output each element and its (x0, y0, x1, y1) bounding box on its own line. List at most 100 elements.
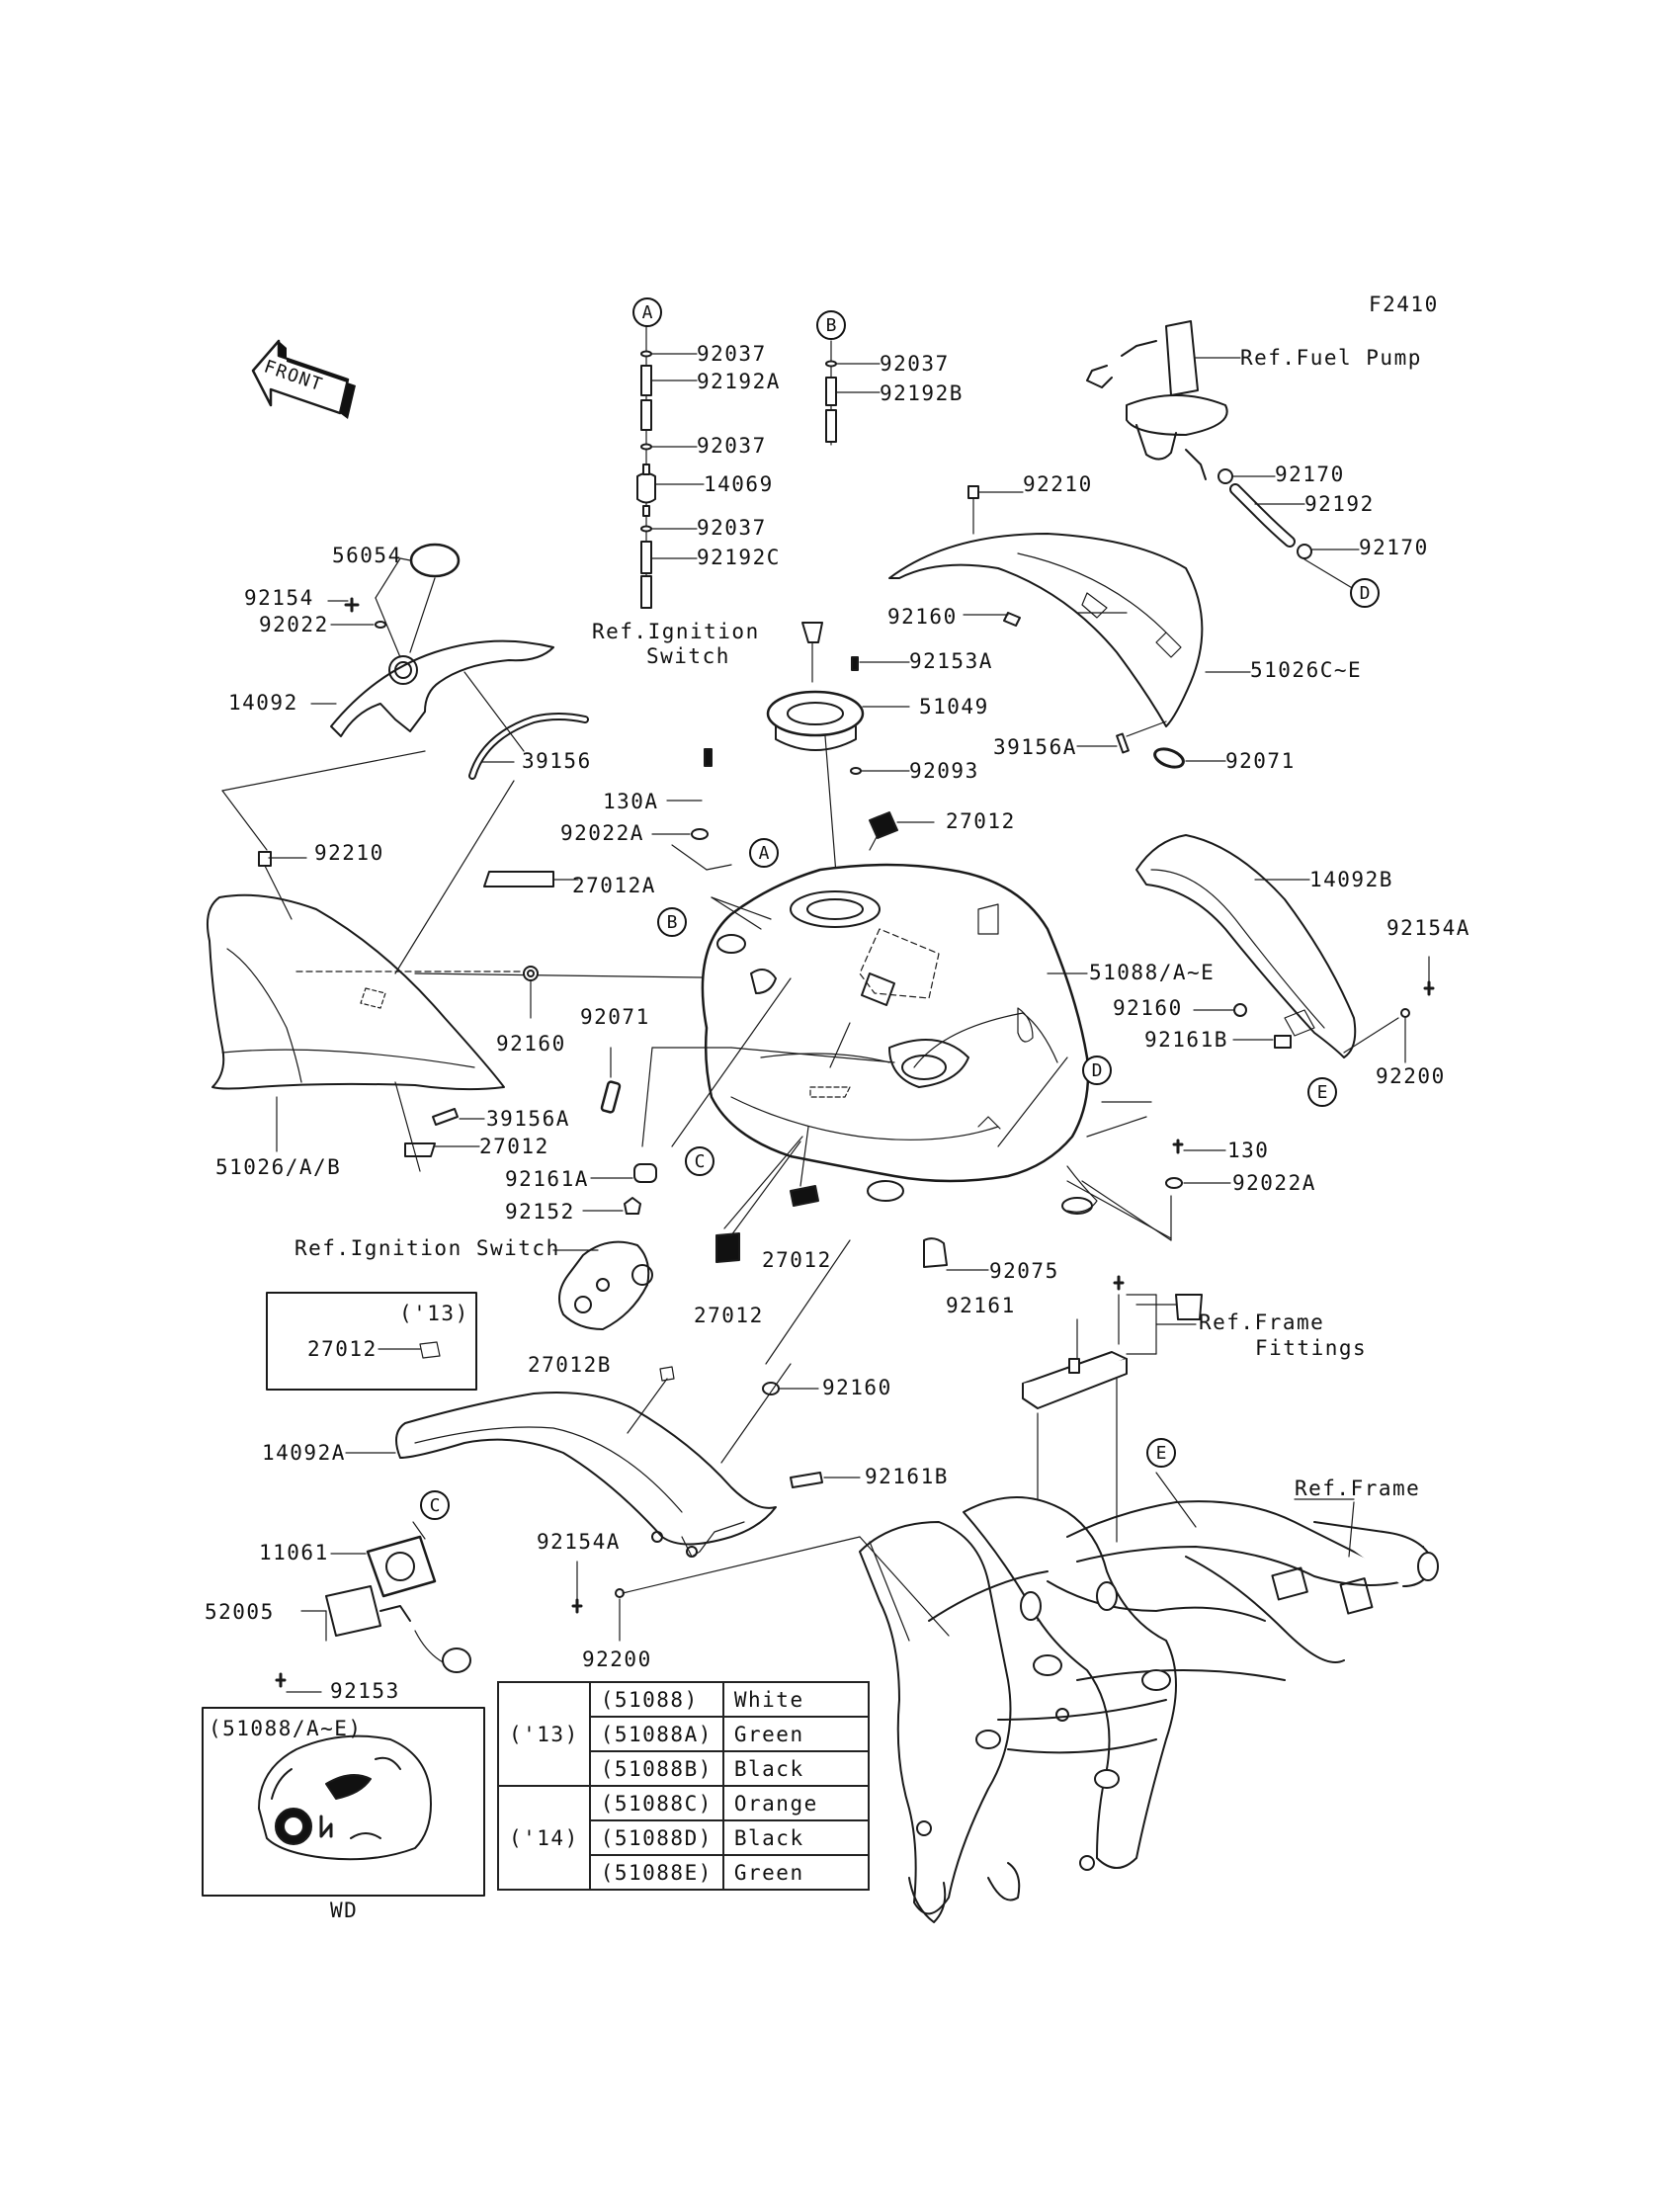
callout-d[interactable]: D (1350, 578, 1380, 608)
part-label[interactable]: 92192B (880, 381, 964, 405)
part-label[interactable]: 14092 (228, 691, 298, 715)
ref-frame-label[interactable]: Ref.Frame (1295, 1477, 1421, 1500)
part-label[interactable]: 130 (1227, 1139, 1270, 1162)
part-label[interactable]: 92170 (1359, 536, 1429, 559)
leader-lines (651, 353, 881, 559)
callout-e[interactable]: E (1146, 1438, 1176, 1468)
part-label[interactable]: 92200 (1376, 1064, 1446, 1088)
fuel-pump (1086, 320, 1360, 590)
ref-frame-fittings-label[interactable]: Fittings (1255, 1336, 1368, 1360)
part-label[interactable]: 92160 (496, 1032, 566, 1056)
ref-frame-fittings-label[interactable]: Ref.Frame (1199, 1310, 1325, 1334)
mounting-hardware (582, 748, 1231, 1320)
part-label[interactable]: 92022A (560, 821, 644, 845)
part-label[interactable]: 14092A (262, 1441, 346, 1465)
callout-b[interactable]: B (657, 907, 687, 937)
ref-fuel-pump-label[interactable]: Ref.Fuel Pump (1240, 346, 1422, 370)
callout-a[interactable]: A (632, 297, 662, 327)
right-upper-cover (888, 485, 1251, 769)
left-upper-cover (221, 543, 589, 851)
year-cell: ('13) (497, 1681, 591, 1787)
part-cell: (51088B) (588, 1750, 724, 1787)
part-label[interactable]: 51049 (919, 695, 989, 718)
part-cell: (51088D) (588, 1819, 724, 1856)
callout-a[interactable]: A (749, 838, 779, 868)
part-label[interactable]: 92210 (314, 841, 384, 865)
part-cell: (51088A) (588, 1716, 724, 1752)
part-cell: (51088E) (588, 1854, 724, 1891)
misc-leaders (600, 1047, 622, 1114)
part-label[interactable]: 92022A (1232, 1171, 1316, 1195)
hose-assembly-b (825, 340, 837, 446)
table-row: (51088B) Black (498, 1750, 870, 1787)
part-label[interactable]: 39156 (522, 749, 592, 773)
part-label[interactable]: 92161A (505, 1167, 589, 1191)
table-row: ('14) (51088C) Orange (497, 1785, 870, 1891)
part-label[interactable]: 92170 (1275, 463, 1345, 486)
part-label[interactable]: 92153 (330, 1679, 400, 1703)
inset-2013-part[interactable]: 27012 (307, 1337, 378, 1361)
part-label[interactable]: 51026C~E (1250, 658, 1363, 682)
part-label[interactable]: 92071 (1225, 749, 1296, 773)
part-label[interactable]: 27012 (479, 1135, 549, 1158)
part-label[interactable]: 39156A (993, 735, 1077, 759)
part-cell: (51088C) (588, 1785, 724, 1821)
ref-ignition-switch-label[interactable]: Ref.Ignition Switch (294, 1236, 560, 1260)
part-label[interactable]: 92192 (1304, 492, 1375, 516)
part-label[interactable]: 92160 (887, 605, 958, 629)
part-label[interactable]: 92022 (259, 613, 329, 636)
part-label[interactable]: 27012 (762, 1248, 832, 1272)
part-label[interactable]: 92154 (244, 586, 314, 610)
part-label[interactable]: 51088/A~E (1089, 961, 1216, 984)
part-label[interactable]: 27012A (572, 874, 656, 897)
part-label[interactable]: 92152 (505, 1200, 575, 1224)
part-label[interactable]: 92154A (1386, 916, 1470, 940)
part-label[interactable]: 92071 (580, 1005, 650, 1029)
ref-ignition-label[interactable]: Ref.Ignition (592, 620, 760, 643)
part-label[interactable]: 14069 (704, 472, 774, 496)
part-label[interactable]: 92200 (582, 1648, 652, 1671)
ref-ignition-label[interactable]: Switch (646, 644, 730, 668)
part-label[interactable]: 92161 (946, 1294, 1016, 1317)
part-label[interactable]: 92037 (880, 352, 950, 376)
part-label[interactable]: 92037 (697, 434, 767, 458)
color-cell: Green (721, 1854, 870, 1891)
part-label[interactable]: 92093 (909, 759, 979, 783)
fuel-sensor (275, 1521, 471, 1693)
part-label[interactable]: 92037 (697, 516, 767, 540)
callout-b[interactable]: B (816, 310, 846, 340)
color-variant-table: ('13) (51088) White (51088A) Green (5108… (497, 1681, 870, 1891)
part-label[interactable]: 14092B (1309, 868, 1393, 891)
part-label[interactable]: 92153A (909, 649, 993, 673)
part-label[interactable]: 51026/A/B (215, 1155, 342, 1179)
part-label[interactable]: 11061 (259, 1541, 329, 1564)
part-label[interactable]: 52005 (205, 1600, 275, 1624)
part-label[interactable]: 56054 (332, 544, 402, 567)
hose-assembly-a (636, 325, 656, 609)
callout-c[interactable]: C (685, 1146, 714, 1176)
part-label[interactable]: 92210 (1023, 472, 1093, 496)
callout-c[interactable]: C (420, 1490, 450, 1520)
wd-tank-image (258, 1734, 432, 1861)
part-label[interactable]: 27012 (694, 1304, 764, 1327)
part-label[interactable]: 92154A (537, 1530, 621, 1554)
warning-decals (715, 811, 935, 1263)
part-label[interactable]: 92075 (989, 1259, 1059, 1283)
part-cell: (51088) (588, 1681, 724, 1718)
color-cell: Black (721, 1750, 870, 1787)
callout-d[interactable]: D (1082, 1056, 1112, 1085)
part-label[interactable]: 92161B (1144, 1028, 1228, 1052)
part-label[interactable]: 92160 (1113, 996, 1183, 1020)
inset-wd-title: (51088/A~E) (209, 1717, 363, 1740)
part-label[interactable]: 39156A (486, 1107, 570, 1131)
part-label[interactable]: 92160 (822, 1376, 892, 1399)
part-label[interactable]: 92192C (697, 546, 781, 569)
part-label[interactable]: 27012 (946, 809, 1016, 833)
part-label[interactable]: 130A (603, 790, 659, 813)
part-label[interactable]: 27012B (528, 1353, 612, 1377)
part-label[interactable]: 92192A (697, 370, 781, 393)
callout-e[interactable]: E (1307, 1077, 1337, 1107)
part-label[interactable]: 92161B (865, 1465, 949, 1488)
part-label[interactable]: 92037 (697, 342, 767, 366)
